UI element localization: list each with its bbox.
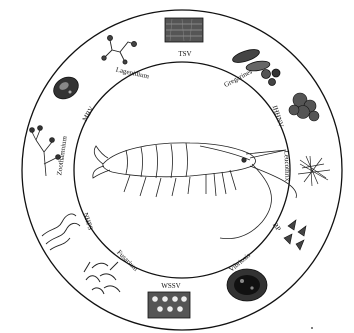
tissue-section-icon: [165, 18, 203, 42]
label-bp: BP: [271, 221, 283, 233]
label-ihhnv: IHHNV: [271, 104, 286, 128]
occlusion-body-icon: [50, 73, 83, 103]
label-tsv: TSV: [178, 50, 191, 58]
corner-dot: [311, 327, 313, 329]
cell-cluster-icon: [289, 93, 319, 121]
label-leucothrix: Leucothrix: [282, 150, 291, 181]
filament-bundle-icon: [298, 156, 330, 186]
spotted-tissue-icon: [148, 292, 190, 318]
fungus-hyphae-icon: [102, 36, 137, 65]
bacteria-strands-icon: [42, 214, 80, 250]
fusarium-spores-icon: [84, 262, 120, 294]
tetrahedral-bodies-icon: [284, 220, 306, 250]
label-wssv: WSSV: [161, 282, 180, 290]
shrimp-icon: [93, 143, 297, 239]
label-zoothamnium: Zoothamnium: [55, 135, 69, 176]
label-nhps: NHPS: [81, 212, 94, 232]
lesion-blob-icon: [227, 269, 267, 301]
label-fusarium: Fusarium: [115, 248, 140, 273]
outer-ring: [22, 10, 342, 330]
